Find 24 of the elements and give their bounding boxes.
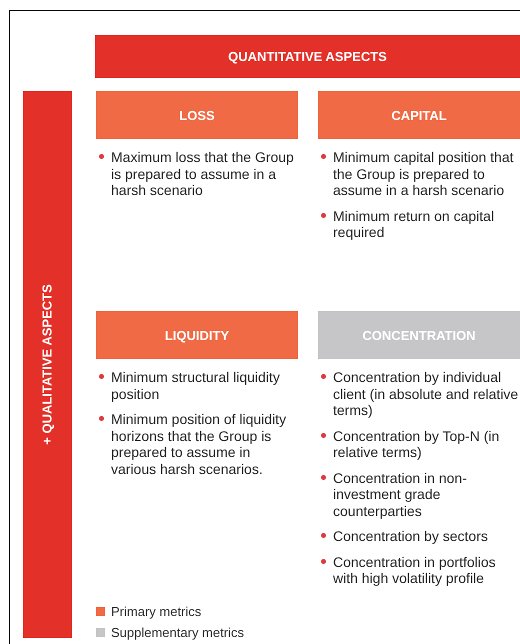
header-bar [95,35,520,78]
bullet-item: Concentration by sectors [318,528,520,544]
bullet-item: Minimum structural liquidity position [96,369,298,402]
bullet-item: Concentration by Top-N (in relative terms) [318,428,520,460]
header-text: LOSS [179,108,215,122]
legend-text: Primary metrics [111,604,202,619]
header-bar [23,91,72,638]
bullet-item: Minimum capital position that the Group is prepared to assume in a harsh scenario [318,149,520,198]
legend-text: Supplementary metrics [111,625,244,640]
header-bar [96,91,298,139]
header-bar [318,91,520,139]
header-text: CAPITAL [391,108,447,122]
bullet-item: Concentration in non-investment grade counterparties [318,470,520,519]
header-text: CONCENTRATION [362,328,476,342]
header-bar [318,311,520,359]
bullet-item: Concentration by individual client (in absolute and relative terms) [318,369,520,418]
header-text: QUANTITATIVE ASPECTS [228,49,387,64]
header-bar [96,311,298,359]
header-text: LIQUIDITY [164,328,230,342]
bullet-item: Concentration in portfolios with high volatility profile [318,554,520,586]
bullet-item: Minimum return on capital required [318,208,520,240]
header-text: + QUALITATIVE ASPECTS [40,284,55,445]
bullet-item: Minimum position of liquidity horizons that the Group is prepared to assume in various harsh scenarios. [96,411,298,477]
bullet-item: Maximum loss that the Group is prepared to assume in a harsh scenario [96,149,298,198]
